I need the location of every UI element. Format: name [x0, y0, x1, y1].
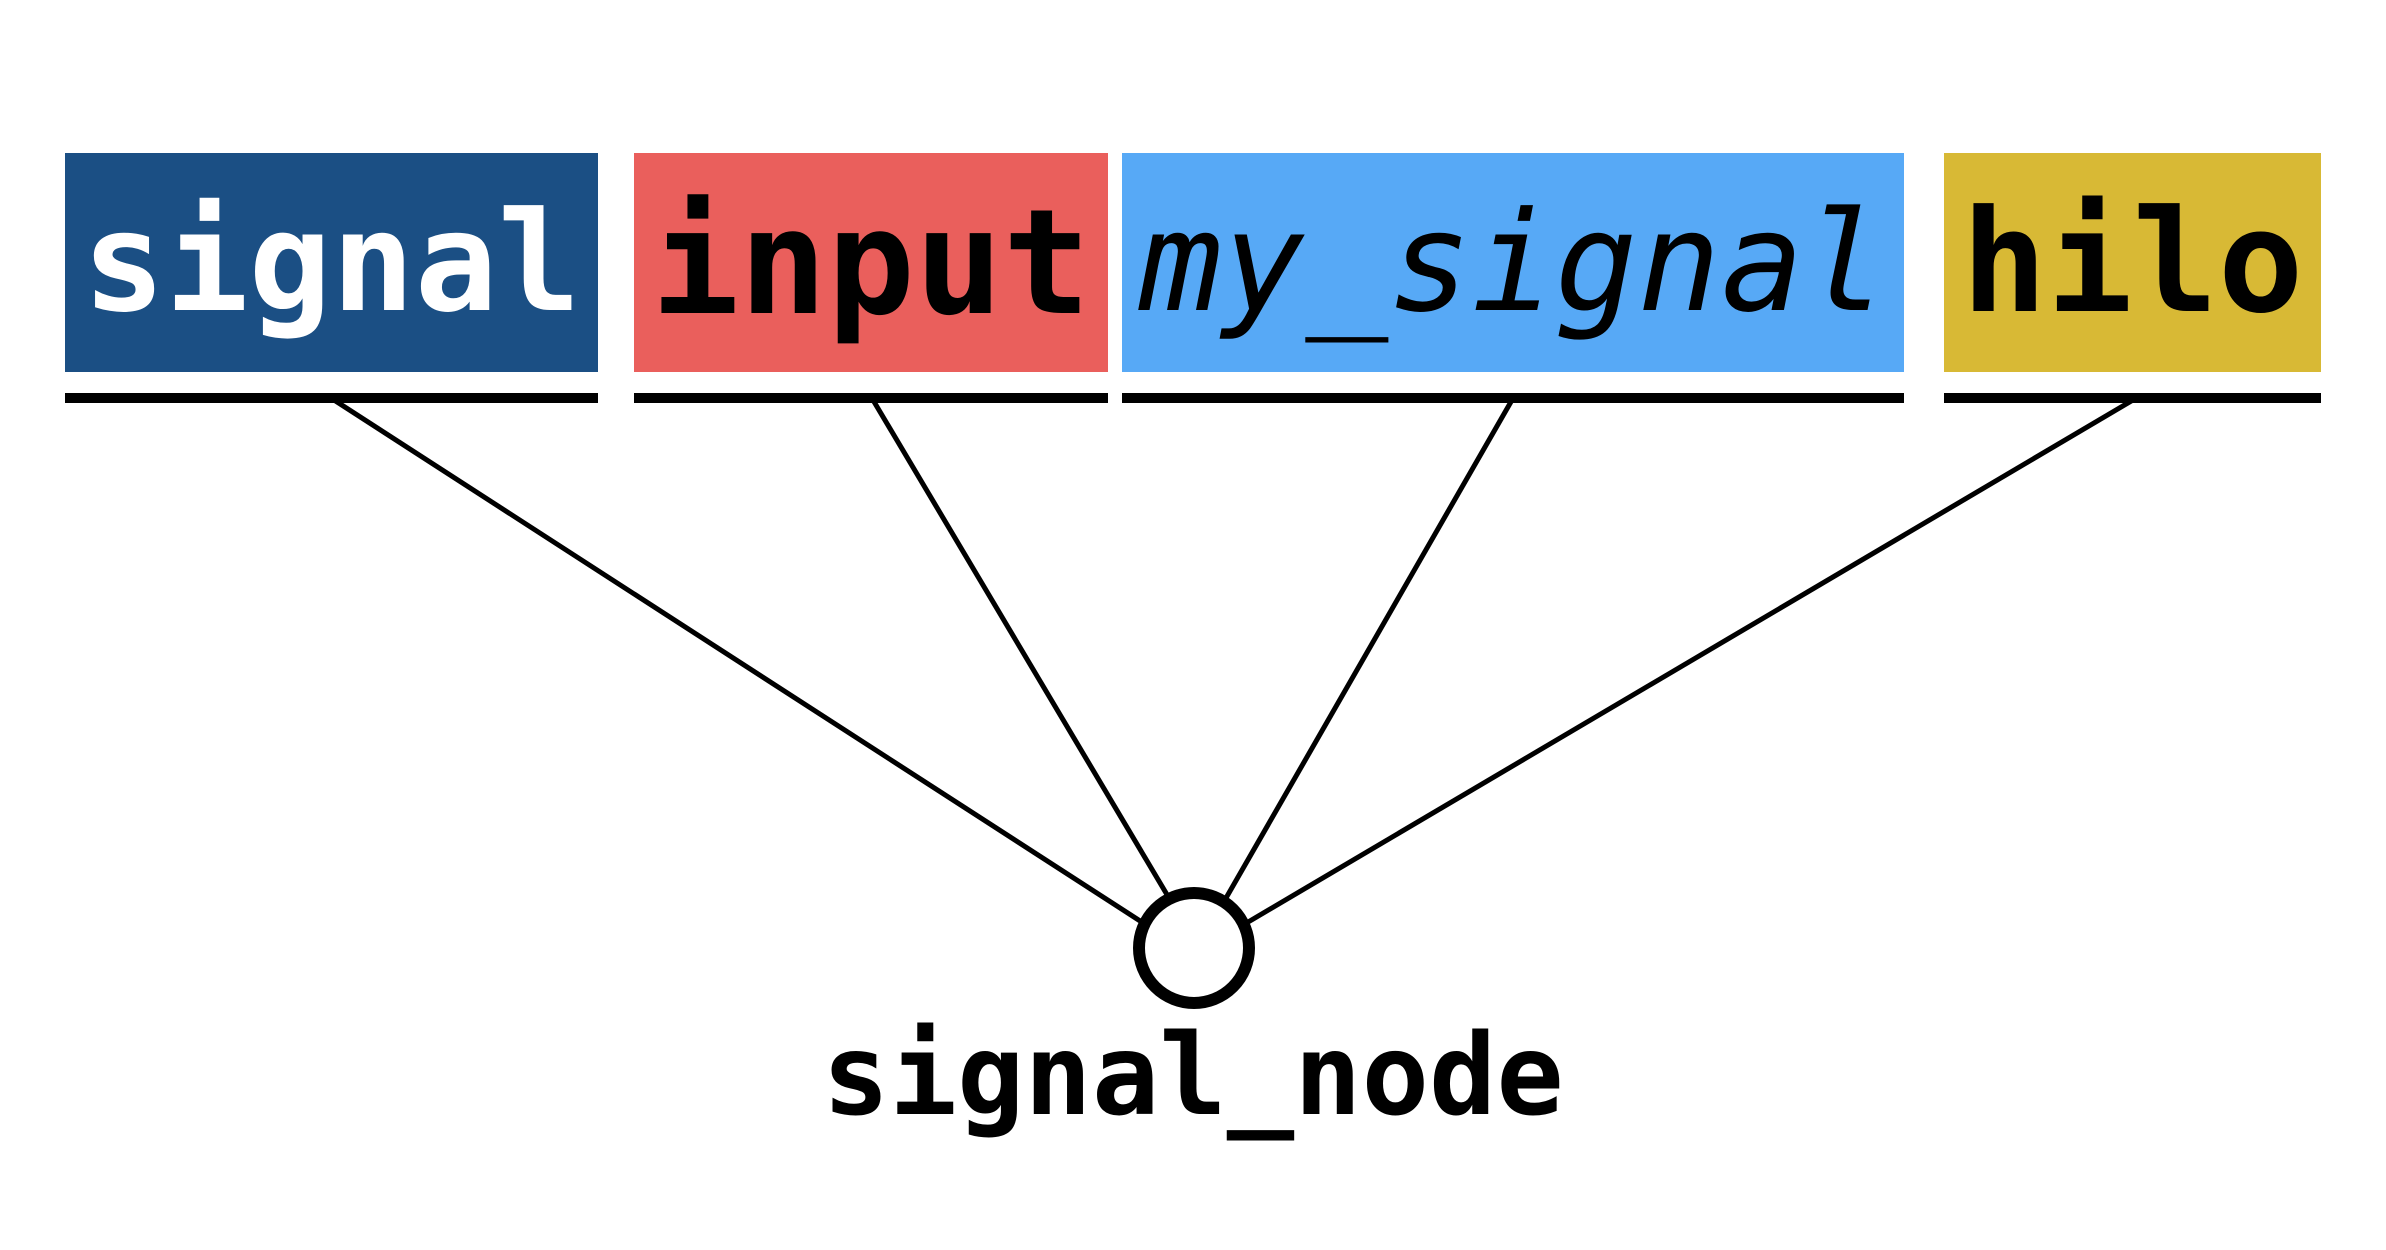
- connector-signal: [332, 397, 1153, 931]
- token-signal-underline: [65, 393, 598, 403]
- token-input-underline: [634, 393, 1108, 403]
- token-my-signal-label: my_signal: [1139, 181, 1887, 343]
- connector-input: [870, 398, 1172, 900]
- token-my-signal[interactable]: my_signal: [1122, 153, 1904, 372]
- signal-node-circle[interactable]: [1133, 887, 1255, 1009]
- connector-my-signal: [1219, 398, 1515, 907]
- token-signal[interactable]: signal: [65, 153, 598, 372]
- token-my-signal-underline: [1122, 393, 1904, 403]
- token-input[interactable]: input: [634, 153, 1108, 372]
- token-hilo[interactable]: hilo: [1944, 153, 2321, 372]
- token-hilo-underline: [1944, 393, 2321, 403]
- connector-hilo: [1236, 397, 2135, 931]
- signal-node-label: signal_node: [822, 1011, 1564, 1141]
- token-input-label: input: [651, 177, 1091, 348]
- token-signal-label: signal: [82, 181, 581, 343]
- token-hilo-label: hilo: [1961, 179, 2304, 345]
